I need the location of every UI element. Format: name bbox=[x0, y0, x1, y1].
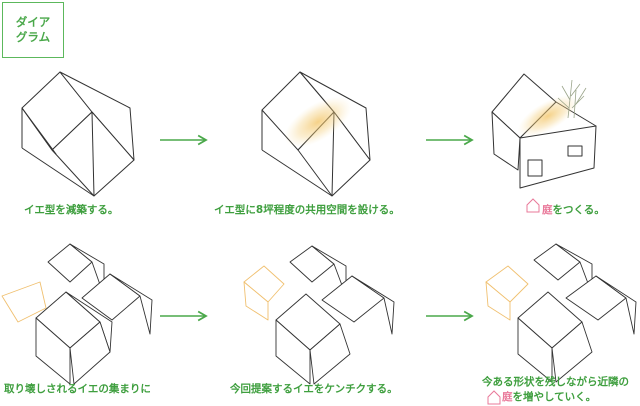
caption-step4: 取り壊しされるイエの集まりに bbox=[4, 383, 151, 395]
garden-text: 庭 bbox=[542, 204, 553, 216]
step4-cluster bbox=[1, 243, 153, 385]
garden-text: 庭 bbox=[502, 391, 513, 403]
caption-step1: イエ型を減築する。 bbox=[24, 204, 119, 216]
caption-step6-text: を増やしていく。 bbox=[512, 391, 597, 403]
step2-house bbox=[261, 71, 371, 197]
step3-house bbox=[491, 73, 597, 189]
step5-cluster bbox=[243, 245, 395, 385]
caption-step2: イエ型に8坪程度の共用空間を設ける。 bbox=[214, 204, 400, 216]
title-line-2: グラム bbox=[15, 30, 51, 44]
caption-step6-line2: 庭を増やしていく。 bbox=[502, 390, 596, 404]
title-line-1: ダイア bbox=[15, 15, 51, 29]
step6-cluster bbox=[485, 243, 637, 383]
house-outline-icon bbox=[487, 390, 501, 405]
house-outline-icon bbox=[526, 198, 540, 213]
caption-step6-line1: 今ある形状を残しながら近隣の bbox=[482, 376, 629, 388]
shared-space-glow bbox=[284, 96, 352, 148]
tree-sketch bbox=[557, 79, 587, 119]
caption-step5: 今回提案するイエをケンチクする。 bbox=[230, 383, 398, 395]
step1-house bbox=[21, 71, 135, 197]
caption-step3: 庭をつくる。 bbox=[542, 203, 605, 217]
diagram-title-box: ダイア グラム bbox=[2, 2, 64, 58]
caption-step3-text: をつくる。 bbox=[552, 204, 605, 216]
garden-glow bbox=[517, 95, 579, 137]
